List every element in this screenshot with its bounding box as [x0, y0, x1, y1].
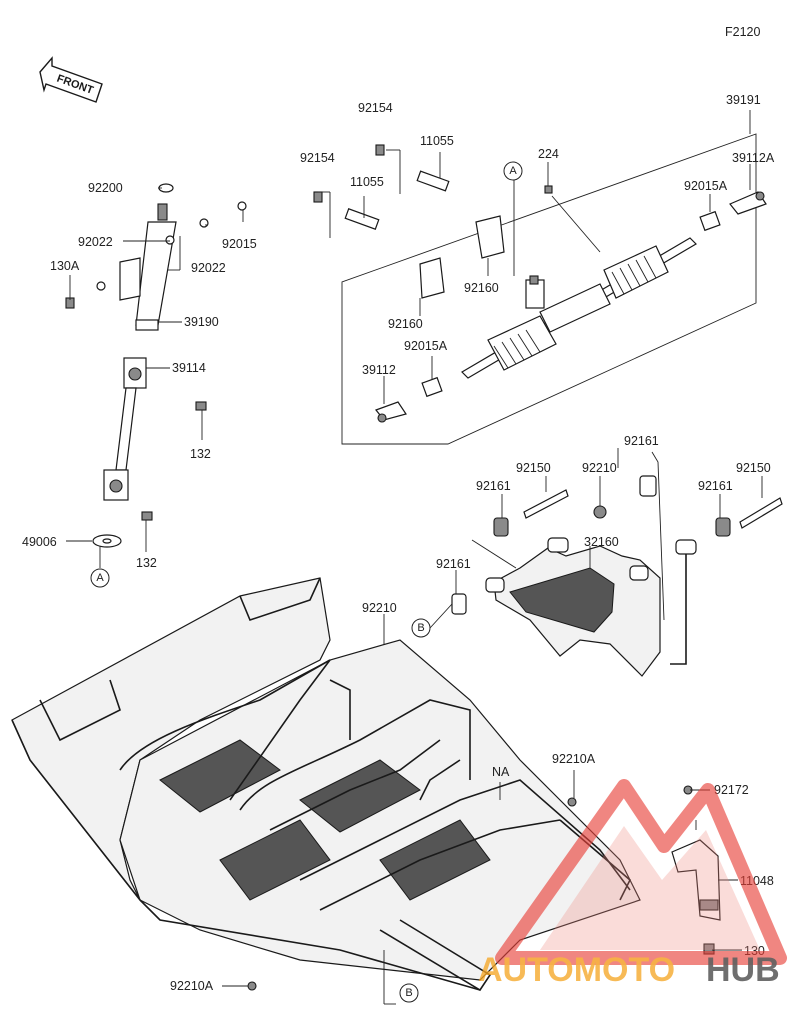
leader-lines-bottom: [222, 770, 742, 1005]
logo-text-red: AUTOMOTO: [478, 951, 675, 989]
steering-shaft: [65, 183, 247, 548]
part-11055-a: 11055: [420, 134, 454, 148]
part-49006: 49006: [22, 535, 57, 549]
rear-frame-bracket: [377, 475, 783, 677]
part-92210-a: 92210: [582, 461, 617, 475]
part-39112: 39112: [362, 363, 396, 377]
part-92150-b: 92150: [736, 461, 771, 475]
ref-b-bottom-label: B: [405, 987, 412, 999]
part-92015A-left: 92015A: [404, 339, 448, 353]
part-92161-d: 92161: [436, 557, 471, 571]
part-92210A-left: 92210A: [170, 979, 214, 993]
main-frame: [11, 577, 641, 992]
part-11055-b: 11055: [350, 175, 384, 189]
leader-lines-rack: [318, 110, 751, 404]
ref-b-mid-label: B: [417, 622, 424, 634]
part-92210A-right: 92210A: [552, 752, 596, 766]
part-92161-b: 92161: [476, 479, 511, 493]
part-92022-b: 92022: [191, 261, 226, 275]
part-92150-a: 92150: [516, 461, 551, 475]
figure-code: F2120: [725, 25, 760, 39]
part-92172: 92172: [714, 783, 749, 797]
leader-lines-mid: [383, 448, 763, 646]
leader-lines-left: [66, 187, 244, 568]
logo-text-dark: HUB: [706, 951, 780, 989]
ref-circle-a-top: A: [503, 161, 523, 181]
part-92161-c: 92161: [698, 479, 733, 493]
part-32160: 32160: [584, 535, 619, 549]
part-130a: 130A: [50, 259, 80, 273]
part-92210-b: 92210: [362, 601, 397, 615]
front-arrow-icon: FRONT: [39, 56, 103, 103]
side-guard-bracket: [247, 785, 721, 991]
part-39112A: 39112A: [732, 151, 775, 165]
part-39191: 39191: [726, 93, 761, 107]
automotohub-logo: AUTOMOTO HUB: [478, 779, 787, 989]
part-92154-b: 92154: [300, 151, 335, 165]
part-92015A-right: 92015A: [684, 179, 728, 193]
ref-a-left-label: A: [96, 572, 104, 584]
part-39114: 39114: [172, 361, 206, 375]
part-NA: NA: [492, 765, 510, 779]
steering-rack: [313, 144, 767, 423]
ref-circle-a-left: A: [90, 568, 110, 588]
ref-circle-b-mid: B: [411, 618, 431, 638]
part-92015: 92015: [222, 237, 257, 251]
ref-circle-b-bottom: B: [399, 983, 419, 1003]
part-92161-a: 92161: [624, 434, 659, 448]
part-92022-a: 92022: [78, 235, 113, 249]
part-224: 224: [538, 147, 559, 161]
part-92154-a: 92154: [358, 101, 393, 115]
part-92160-a: 92160: [464, 281, 499, 295]
part-132-b: 132: [136, 556, 157, 570]
rack-group-box: [341, 133, 757, 445]
part-92160-b: 92160: [388, 317, 423, 331]
part-39190: 39190: [184, 315, 219, 329]
part-92200: 92200: [88, 181, 123, 195]
part-132-a: 132: [190, 447, 211, 461]
ref-a-top-label: A: [509, 165, 517, 177]
